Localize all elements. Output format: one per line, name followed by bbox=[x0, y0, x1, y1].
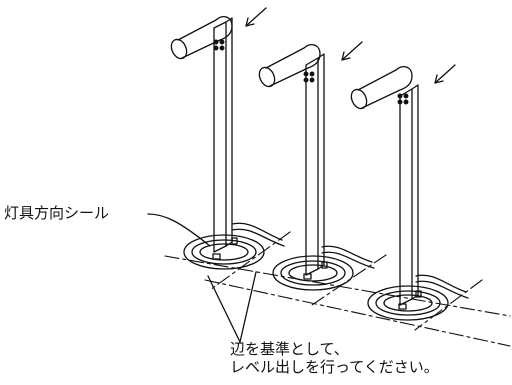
cable bbox=[231, 222, 283, 241]
direction-arrow bbox=[434, 64, 456, 84]
seal-leader-line bbox=[147, 213, 211, 247]
pole bbox=[305, 53, 325, 276]
pole bbox=[399, 84, 419, 306]
fixture-middle bbox=[258, 41, 375, 291]
base-plate bbox=[183, 234, 265, 270]
lamp-head bbox=[357, 65, 413, 109]
fixture-right bbox=[350, 64, 469, 321]
note-line-1: 辺を基準として、 bbox=[230, 340, 349, 358]
base-plate bbox=[272, 255, 354, 291]
pole bbox=[213, 17, 233, 253]
seal-label: 灯具方向シール bbox=[4, 204, 110, 222]
lamp-head bbox=[177, 15, 233, 59]
lamp-head bbox=[265, 43, 321, 87]
note-line-2: レベル出しを行ってください。 bbox=[230, 358, 439, 376]
note-leader-lines bbox=[207, 271, 257, 343]
fixture-left bbox=[170, 7, 285, 270]
leveling-note: 辺を基準として、 レベル出しを行ってください。 bbox=[230, 340, 439, 376]
direction-arrow bbox=[245, 7, 267, 27]
cable bbox=[321, 245, 373, 263]
cable bbox=[415, 274, 467, 293]
direction-arrow bbox=[341, 41, 363, 61]
